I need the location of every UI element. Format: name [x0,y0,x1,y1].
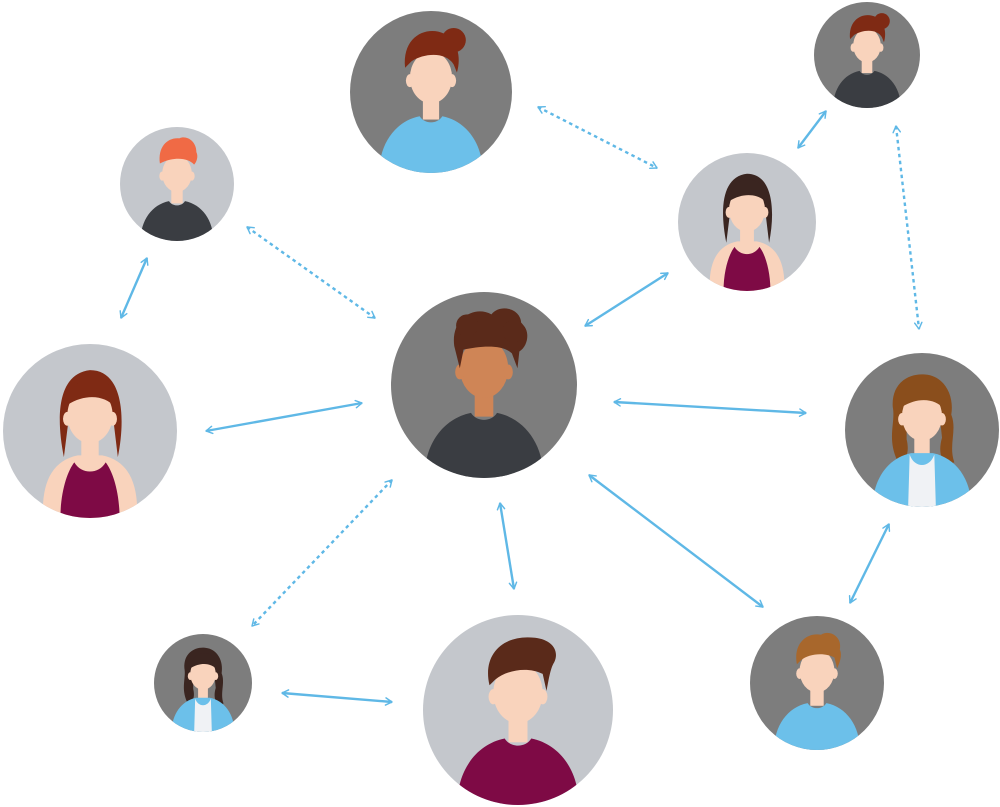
ear [938,413,946,426]
person-left-woman [3,344,177,518]
neck [198,686,208,700]
ear [537,689,548,705]
hair-fringe [901,383,944,409]
neck [740,227,754,246]
shirt [774,703,860,750]
ear [108,411,117,426]
connection-arrow-center-man-to-bottom-man [496,502,518,590]
person-right-woman [845,353,999,507]
ear [850,43,856,52]
ear [159,171,166,181]
ear [503,364,513,380]
ear [405,74,414,88]
face [799,649,835,693]
shirt [833,70,901,108]
hair [796,632,841,669]
face [729,187,765,232]
neck [508,717,528,743]
face [493,662,543,724]
hair-fringe [67,377,115,407]
bun-hair-man-icon [833,13,901,108]
ear [488,689,499,705]
connection-arrow-top-right-boy-to-right-woman [892,125,923,330]
person-bottom-left-woman [154,634,252,732]
ear [455,364,465,380]
shirt [379,116,483,173]
connection-arrows [119,105,923,706]
ear [898,413,906,426]
neck [81,437,99,461]
hair [502,319,525,343]
long-hair-woman-icon [709,173,785,291]
face [190,658,216,690]
ear [831,668,838,679]
red-hair-man-icon [140,137,214,241]
hair [488,637,556,691]
face [853,28,881,63]
ear [725,206,733,218]
person-top-right-boy [814,2,920,108]
hair [456,314,479,337]
face [67,387,113,444]
connection-arrow-center-man-to-bottom-right-man [588,474,764,608]
connection-arrow-upper-left-redhead-to-center-man [246,226,376,319]
wavy-hair-woman-icon [872,374,972,507]
shirt [457,738,579,805]
ear [761,206,769,218]
connection-arrow-right-woman-to-bottom-right-man [848,523,891,604]
hair-fringe [190,653,217,670]
undershirt [908,454,936,507]
tank-top [723,246,771,291]
ear [796,668,803,679]
long-hair-woman-icon [42,370,138,518]
face [162,155,192,192]
hair [849,15,886,43]
tank-top [60,462,120,518]
connection-arrow-upper-left-redhead-to-left-woman [119,257,149,319]
curly-hair-man-icon [424,308,544,478]
neck [171,188,183,204]
face [901,391,943,441]
short-hair-man-icon [774,632,860,750]
neck [810,688,824,706]
bun-hair-woman-icon [379,28,483,173]
neck [861,59,873,74]
connection-arrow-center-man-to-right-woman [613,398,807,417]
shirt [424,412,544,478]
ear [188,171,195,181]
ear [448,74,457,88]
connection-arrow-top-woman-bun-to-upper-right-woman [537,105,658,170]
undershirt [194,698,212,732]
connection-arrow-center-man-to-left-woman [205,399,363,435]
ear [187,672,193,681]
person-upper-left-redhead [120,127,234,241]
shirt [140,201,214,241]
connection-arrow-center-man-to-bottom-left-woman [251,479,393,627]
quiff-hair-man-icon [457,637,579,805]
neck [914,436,930,457]
connection-arrow-center-man-to-upper-right-woman [584,271,669,328]
hair [404,30,459,73]
neck [474,392,494,417]
person-top-woman-bun [350,11,512,173]
person-center-man [391,292,577,478]
connection-arrow-bottom-left-woman-to-bottom-man [281,689,393,706]
ear [878,43,884,52]
person-upper-right-woman [678,153,816,291]
ear [63,411,72,426]
hair-fringe [729,179,767,203]
neck [422,98,440,120]
face [409,51,453,104]
ear [213,672,219,681]
person-bottom-right-man [750,616,884,750]
face [459,338,509,399]
hair [159,137,198,165]
connection-arrow-upper-right-woman-to-top-right-boy [797,110,827,149]
people-layer [3,2,999,805]
wavy-hair-woman-icon [171,647,235,732]
person-bottom-man [423,615,613,805]
